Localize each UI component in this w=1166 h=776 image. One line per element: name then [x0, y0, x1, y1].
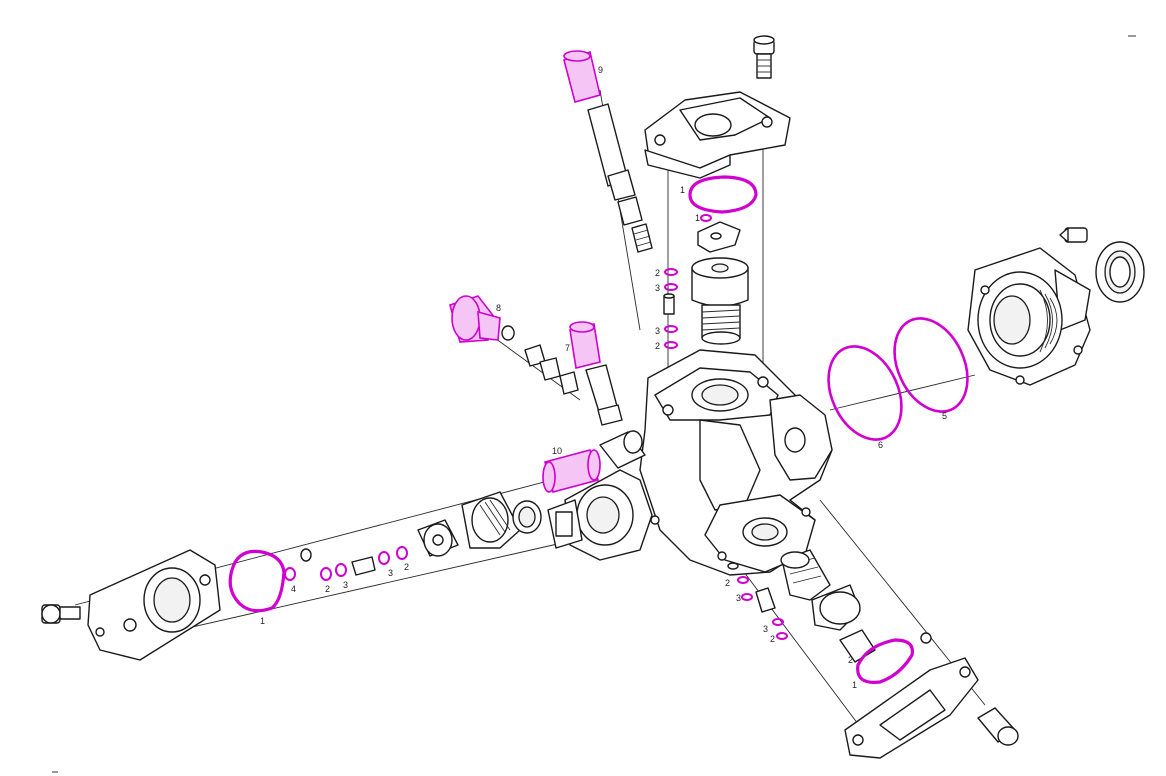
callout-top-2a: 2	[655, 268, 660, 278]
metering-unit	[547, 469, 653, 561]
callout-top-1: 1	[680, 185, 685, 195]
callout-bot-3a: 3	[736, 593, 741, 603]
callout-left-3a: 3	[343, 580, 348, 590]
callout-top-3a: 3	[655, 283, 660, 293]
callout-5: 5	[942, 411, 947, 421]
bottom-bolt	[977, 707, 1019, 746]
left-bolt	[41, 604, 81, 624]
callout-top-1b: 1	[695, 213, 700, 223]
left-flange	[87, 549, 221, 661]
top-seal-plate	[697, 221, 741, 253]
body-fitting	[599, 430, 646, 469]
callout-bot-2b: 2	[770, 634, 775, 644]
drive-flange	[967, 247, 1091, 386]
callout-6: 6	[878, 440, 883, 450]
fitting-7	[569, 321, 623, 426]
shaft-seal	[1095, 241, 1145, 303]
callout-bot-1: 1	[852, 680, 857, 690]
pump-housing	[639, 349, 833, 576]
bottom-valve-pin	[755, 587, 776, 613]
top-bolt	[753, 35, 775, 79]
callout-bot-3b: 3	[763, 624, 768, 634]
bottom-seal-plate	[839, 629, 876, 663]
top-spring	[701, 304, 741, 345]
filter-10	[542, 449, 601, 493]
callout-left-2b: 2	[404, 562, 409, 572]
callout-top-3b: 3	[655, 326, 660, 336]
callout-top-2b: 2	[655, 341, 660, 351]
callout-left-2a: 2	[325, 584, 330, 594]
callout-bot-2a: 2	[725, 578, 730, 588]
callout-10: 10	[552, 446, 562, 456]
bottom-flange	[844, 657, 979, 759]
left-spring-unit	[461, 491, 542, 549]
bottom-spring-unit	[780, 549, 831, 601]
top-valve-pin	[663, 293, 675, 315]
callout-9: 9	[598, 65, 603, 75]
fitting-9	[563, 50, 653, 253]
left-small-rings	[284, 546, 408, 581]
large-o-rings	[827, 317, 969, 441]
top-flange	[644, 91, 791, 179]
callout-8: 8	[496, 303, 501, 313]
bottom-piston-cup	[811, 584, 861, 631]
top-o-ring-1	[688, 175, 758, 222]
callout-left-4: 4	[291, 584, 296, 594]
callout-7: 7	[565, 343, 570, 353]
bottom-small-rings	[727, 562, 932, 644]
callout-left-1: 1	[260, 616, 265, 626]
fitting-8	[449, 295, 579, 395]
top-piston-cup	[691, 257, 749, 307]
left-o-ring-1	[228, 549, 286, 613]
left-piston-cup	[417, 519, 459, 557]
top-small-rings	[664, 268, 678, 349]
bottom-o-ring-1	[856, 638, 914, 684]
callout-left-3b: 3	[388, 568, 393, 578]
callout-labels: 1 1 9 2 3 3 2 8 7 10 6 5 1 4 2 3 3 2 2 3…	[260, 65, 947, 690]
callout-bot-2c: 2	[848, 655, 853, 665]
flange-bolt	[1059, 227, 1088, 243]
